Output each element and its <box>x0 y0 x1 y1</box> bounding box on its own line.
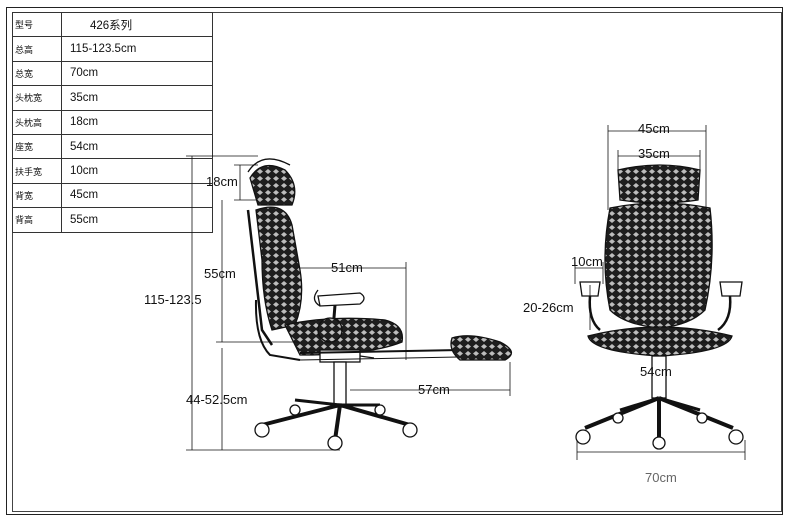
spec-key: 头枕宽 <box>12 85 62 111</box>
outer-frame <box>6 7 783 515</box>
front-seat <box>587 326 733 357</box>
dim-seat-height: 44-52.5cm <box>186 392 247 407</box>
dim-back-height: 55cm <box>204 266 236 281</box>
front-dimension-lines <box>574 125 746 460</box>
front-dimension-labels: 45cm 35cm 10cm 20-26cm 54cm 70cm <box>523 121 677 485</box>
spec-value: 115-123.5cm <box>61 36 213 62</box>
side-dimension-lines <box>186 155 511 451</box>
dim-seat-depth: 51cm <box>331 260 363 275</box>
dim-total-height: 115-123.5 <box>144 292 202 307</box>
spec-value: 54cm <box>61 133 213 160</box>
side-view-chair <box>246 158 512 451</box>
spec-key: 座宽 <box>12 133 62 160</box>
dim-armrest-width: 10cm <box>571 254 603 269</box>
dim-headrest-height: 18cm <box>206 174 238 189</box>
dim-base-width: 70cm <box>645 470 677 485</box>
side-armrest <box>317 292 365 307</box>
spec-value: 35cm <box>61 85 213 111</box>
dim-headrest-width: 35cm <box>638 146 670 161</box>
front-backrest <box>604 202 713 329</box>
side-footrest <box>450 335 512 361</box>
dim-seat-width: 54cm <box>640 364 672 379</box>
dim-footrest-length: 57cm <box>418 382 450 397</box>
spec-value: 70cm <box>61 60 213 87</box>
inner-frame <box>12 12 782 512</box>
front-headrest <box>617 164 701 204</box>
side-headrest <box>249 164 296 206</box>
spec-key: 型号 <box>12 11 62 38</box>
spec-value: 18cm <box>61 109 213 135</box>
front-view-chair <box>575 164 744 450</box>
dim-back-width: 45cm <box>638 121 670 136</box>
spec-value: 55cm <box>61 207 213 233</box>
side-backrest <box>255 206 303 331</box>
spec-key: 扶手宽 <box>12 158 62 184</box>
spec-key: 背高 <box>12 207 62 233</box>
spec-value: 426系列 <box>61 11 213 38</box>
front-right-armrest <box>719 281 743 297</box>
spec-key: 背宽 <box>12 182 62 209</box>
side-dimension-labels: 18cm 55cm 51cm 115-123.5 57cm 44-52.5cm <box>144 174 450 407</box>
dim-armrest-height: 20-26cm <box>523 300 574 315</box>
